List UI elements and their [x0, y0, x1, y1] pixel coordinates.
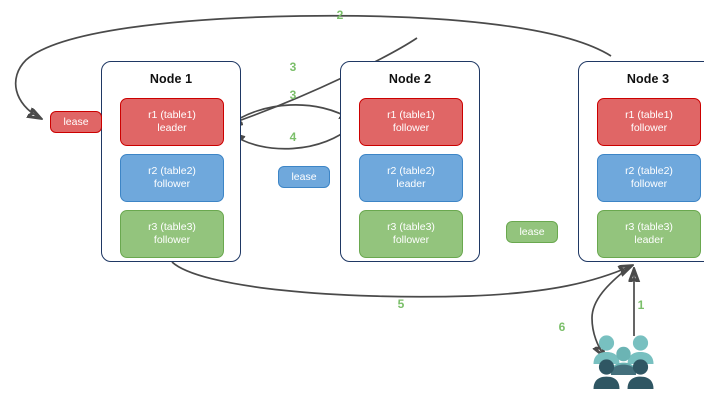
- replica-role: follower: [153, 234, 191, 246]
- replica-name: r3 (table3): [387, 221, 435, 233]
- node-card-3[interactable]: Node 3 r1 (table1) follower r2 (table2) …: [578, 61, 704, 262]
- arrow-5: [171, 261, 631, 298]
- arrow-3-outgoing: [227, 104, 352, 127]
- replica-role: follower: [392, 234, 430, 246]
- arrow-2: [14, 14, 612, 118]
- users-icon: [593, 335, 654, 389]
- users-icon-mid-dark: [611, 364, 636, 375]
- node-title-3: Node 3: [626, 72, 670, 86]
- replica-role: follower: [630, 122, 668, 134]
- users-icon-front-row: [593, 359, 654, 389]
- lease-chip-red[interactable]: lease: [50, 111, 102, 133]
- step-label-1: 1: [637, 298, 645, 312]
- replica-name: r2 (table2): [625, 165, 673, 177]
- step-label-2: 2: [336, 8, 344, 22]
- step-label-4: 4: [289, 130, 297, 144]
- lease-chip-green[interactable]: lease: [506, 221, 558, 243]
- replica-name: r3 (table3): [148, 221, 196, 233]
- replica-node2-r2[interactable]: r2 (table2) leader: [359, 154, 463, 202]
- replica-role: follower: [153, 178, 191, 190]
- replica-name: r3 (table3): [625, 221, 673, 233]
- replica-name: r2 (table2): [148, 165, 196, 177]
- replica-node3-r1[interactable]: r1 (table1) follower: [597, 98, 701, 146]
- replica-role: leader: [396, 178, 426, 190]
- replica-node3-r3[interactable]: r3 (table3) leader: [597, 210, 701, 258]
- node-title-2: Node 2: [388, 72, 432, 86]
- node-title-1: Node 1: [149, 72, 193, 86]
- step-label-3b: 3: [289, 88, 297, 102]
- replica-node1-r3[interactable]: r3 (table3) follower: [120, 210, 224, 258]
- replica-role: follower: [392, 122, 430, 134]
- node-card-2[interactable]: Node 2 r1 (table1) follower r2 (table2) …: [340, 61, 480, 262]
- arrow-6: [592, 267, 629, 356]
- replica-node3-r2[interactable]: r2 (table2) follower: [597, 154, 701, 202]
- node-card-1[interactable]: Node 1 r1 (table1) leader r2 (table2) fo…: [101, 61, 241, 262]
- replica-role: leader: [634, 234, 664, 246]
- replica-name: r1 (table1): [387, 109, 435, 121]
- replica-node2-r3[interactable]: r3 (table3) follower: [359, 210, 463, 258]
- lease-chip-blue[interactable]: lease: [278, 166, 330, 188]
- replica-node1-r1[interactable]: r1 (table1) leader: [120, 98, 224, 146]
- replica-name: r2 (table2): [387, 165, 435, 177]
- step-label-6: 6: [558, 320, 566, 334]
- replica-role: leader: [157, 122, 187, 134]
- replica-node2-r1[interactable]: r1 (table1) follower: [359, 98, 463, 146]
- step-label-3a: 3: [289, 60, 297, 74]
- replica-name: r1 (table1): [625, 109, 673, 121]
- replica-name: r1 (table1): [148, 109, 196, 121]
- step-label-5: 5: [397, 297, 405, 311]
- replica-role: follower: [630, 178, 668, 190]
- replica-node1-r2[interactable]: r2 (table2) follower: [120, 154, 224, 202]
